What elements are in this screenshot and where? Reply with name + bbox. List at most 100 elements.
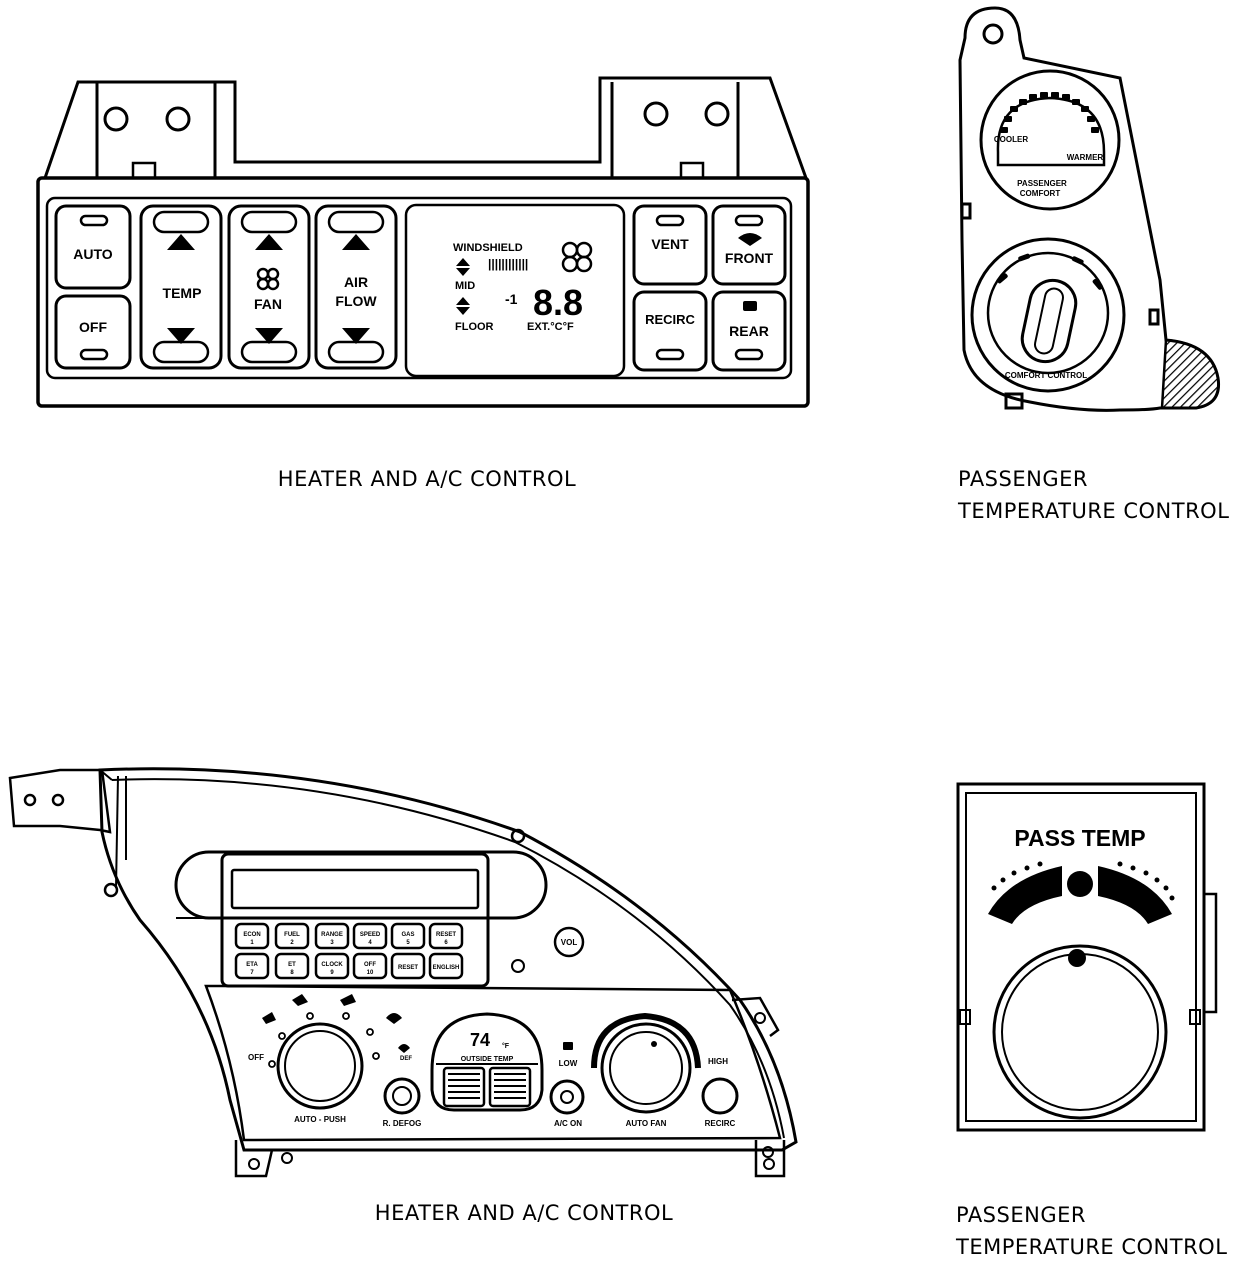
radio-preset-keys <box>234 922 464 980</box>
preset-key[interactable] <box>352 922 388 950</box>
r-defog-label: R. DEFOG <box>383 1119 422 1128</box>
warmer-label: WARMER <box>1067 153 1104 162</box>
high-label: HIGH <box>708 1057 728 1066</box>
fan-down-arrow-icon <box>255 328 283 344</box>
key-num-r2-3: 9 <box>330 970 334 976</box>
preset-key[interactable] <box>314 922 350 950</box>
temp-label: TEMP <box>163 285 202 301</box>
display-fan-icon <box>561 241 593 273</box>
preset-key[interactable] <box>234 922 270 950</box>
ext-unit-label: EXT.°C°F <box>527 321 574 333</box>
preset-key[interactable] <box>390 922 426 950</box>
recirc-button[interactable] <box>632 290 708 372</box>
vent-label: VENT <box>651 236 689 252</box>
temp-readout: 74 <box>470 1030 490 1050</box>
temp-rocker-button[interactable] <box>139 204 223 370</box>
outside-temp-label: OUTSIDE TEMP <box>461 1056 514 1063</box>
key-num-r2-2: 8 <box>290 970 294 976</box>
fan-low-icon <box>563 1042 573 1050</box>
fig1-arrows <box>167 233 762 344</box>
fan-rocker-button[interactable] <box>227 204 311 370</box>
recirc-button-fig3[interactable] <box>701 1077 739 1115</box>
climate-display <box>430 1012 544 1112</box>
fig3-labels: VOL OFF AUTO - PUSH R. DEFOG DEF 74 °F O… <box>248 938 736 1128</box>
display-minus: -1 <box>505 291 518 307</box>
key-label-r1-3: RANGE <box>321 932 343 938</box>
preset-key[interactable] <box>234 952 270 980</box>
fig1-faceplate <box>36 176 810 408</box>
rear-defrost-icon <box>743 301 757 311</box>
preset-key[interactable] <box>314 952 350 980</box>
knob-pointer-dot <box>1068 949 1086 967</box>
auto-button[interactable] <box>54 204 132 290</box>
ac-on-button[interactable] <box>549 1079 585 1115</box>
mount-hole <box>704 101 730 127</box>
warm-arc <box>1098 866 1172 924</box>
key-label-r1-2: FUEL <box>284 932 300 938</box>
comfort-gauge <box>979 69 1121 211</box>
preset-key[interactable] <box>352 952 388 980</box>
fig3-off-label: OFF <box>248 1053 264 1062</box>
airflow-rocker-button[interactable] <box>314 204 398 370</box>
key-num-r1-5: 5 <box>406 940 410 946</box>
fig1-labels: AUTO OFF TEMP FAN AIR FLOW VENT FRONT RE… <box>73 236 773 339</box>
front-label: FRONT <box>725 250 774 266</box>
temp-up-arrow-icon <box>167 234 195 250</box>
auto-button-label: AUTO <box>73 246 113 262</box>
fig4-caption-line2: TEMPERATURE CONTROL <box>955 1235 1227 1259</box>
display-bar-graph: |||||||||||| <box>488 257 528 271</box>
rear-defrost-button[interactable] <box>711 290 787 372</box>
rear-label: REAR <box>729 323 769 339</box>
preset-key[interactable] <box>428 922 464 950</box>
preset-key-labels: ECON FUEL RANGE SPEED GAS RESET 1 2 3 4 … <box>243 932 459 976</box>
auto-push-knob[interactable] <box>276 1022 364 1110</box>
comfort-knob[interactable] <box>1018 276 1080 366</box>
key-label-r2-4: OFF <box>364 962 376 968</box>
key-num-r1-2: 2 <box>290 940 294 946</box>
mode-icon <box>262 1012 276 1024</box>
key-num-r1-4: 4 <box>368 940 372 946</box>
fig1-display <box>404 203 626 378</box>
display-digits: 8.8 <box>533 282 583 323</box>
mount-hole <box>165 106 191 132</box>
def-icon <box>398 1044 410 1053</box>
vent-grille-right <box>488 1066 532 1108</box>
pass-temp-knob[interactable] <box>992 944 1168 1120</box>
key-num-r1-3: 3 <box>330 940 334 946</box>
fan-icon <box>256 267 280 291</box>
recirc-label-fig3: RECIRC <box>705 1119 736 1128</box>
rear-defog-button[interactable] <box>383 1077 421 1115</box>
air-label: AIR <box>344 274 368 290</box>
preset-key[interactable] <box>274 922 310 950</box>
auto-fan-knob[interactable] <box>600 1022 692 1114</box>
temp-down-arrow-icon <box>167 328 195 344</box>
vent-grille-left <box>442 1066 486 1108</box>
key-label-r1-4: SPEED <box>360 932 381 938</box>
comfort-control-label: COMFORT CONTROL <box>1005 371 1087 380</box>
radio-display <box>230 868 480 910</box>
cooler-label: COOLER <box>994 135 1028 144</box>
off-button[interactable] <box>54 294 132 370</box>
mid-label: MID <box>455 280 475 292</box>
key-label-r1-5: GAS <box>401 932 414 938</box>
def-label: DEF <box>400 1056 412 1062</box>
preset-key[interactable] <box>390 952 426 980</box>
auto-fan-label: AUTO FAN <box>626 1119 667 1128</box>
preset-key[interactable] <box>274 952 310 980</box>
fig3-heater-ac-control <box>8 767 798 1178</box>
pass-temp-title: PASS TEMP <box>1014 825 1145 851</box>
recirc-label: RECIRC <box>645 312 695 327</box>
fig2-caption-line2: TEMPERATURE CONTROL <box>957 499 1229 523</box>
vent-button[interactable] <box>632 204 708 286</box>
auto-push-label: AUTO - PUSH <box>294 1115 346 1124</box>
key-label-r2-1: ETA <box>246 962 258 968</box>
key-label-r2-5: RESET <box>398 965 418 971</box>
fig1-caption: HEATER AND A/C CONTROL <box>278 467 576 491</box>
fan-up-arrow-icon <box>255 234 283 250</box>
preset-key[interactable] <box>428 952 464 980</box>
fig3-vent-hatching <box>448 1073 526 1099</box>
front-defrost-button[interactable] <box>711 204 787 286</box>
vol-knob[interactable] <box>553 926 585 958</box>
fig2-caption-line1: PASSENGER <box>958 467 1088 491</box>
